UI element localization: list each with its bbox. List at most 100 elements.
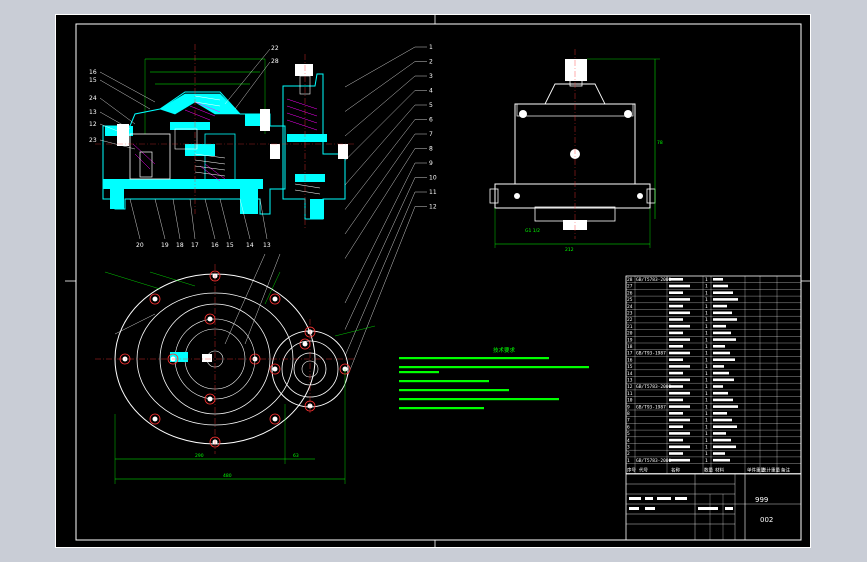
bom-header-cell: 备注	[781, 467, 790, 474]
bom-row-number: 2	[627, 451, 630, 457]
side-view: 78 212 G1 1/2	[489, 49, 663, 253]
callout-number: 18	[176, 242, 184, 249]
bom-row-qty: 1	[705, 398, 708, 404]
bom-row-qty: 1	[705, 438, 708, 444]
dim-bottom-total: 480	[223, 473, 232, 479]
bom-row-number: 23	[627, 311, 633, 317]
bom-row-qty: 1	[705, 391, 708, 397]
bom-row-number: 16	[627, 357, 633, 363]
callout-number: 2	[429, 59, 433, 66]
bom-row-qty: 1	[705, 378, 708, 384]
bom-row-number: 8	[627, 411, 630, 417]
callout-number: 16	[211, 242, 219, 249]
bom-row-code: GB/T93-1987	[636, 404, 666, 410]
callout-number: 11	[429, 189, 437, 196]
bom-row-number: 3	[627, 445, 630, 451]
bom-row-number: 1	[627, 458, 630, 464]
bom-row-number: 22	[627, 317, 633, 323]
callout-number: 7	[429, 131, 433, 138]
bom-row-qty: 1	[705, 458, 708, 464]
bom-row-qty: 1	[705, 297, 708, 303]
callout-number: 6	[429, 117, 433, 124]
callout-number: 23	[89, 137, 97, 144]
dim-bottom-width-2: 63	[293, 453, 299, 459]
bom-row-number: 12	[627, 384, 633, 390]
bom-row-number: 19	[627, 337, 633, 343]
bom-row-qty: 1	[705, 404, 708, 410]
bom-row-qty: 1	[705, 451, 708, 457]
dim-thread-callout: G1 1/2	[525, 228, 540, 234]
callout-number: 5	[429, 102, 433, 109]
top-view: 290 63 480	[95, 253, 376, 484]
bom-row-number: 25	[627, 297, 633, 303]
bom-header-cell: 材料	[715, 467, 724, 474]
bom-row-qty: 1	[705, 364, 708, 370]
bom-row-qty: 1	[705, 290, 708, 296]
bom-row-number: 4	[627, 438, 630, 444]
callout-number: 13	[263, 242, 271, 249]
bom-row-number: 27	[627, 284, 633, 290]
bom-row-qty: 1	[705, 331, 708, 337]
callout-number: 14	[246, 242, 254, 249]
callout-number: 12	[89, 121, 97, 128]
bom-row-number: 20	[627, 331, 633, 337]
callout-number: 15	[226, 242, 234, 249]
bom-row-number: 26	[627, 290, 633, 296]
outer-border	[55, 14, 811, 548]
callout-number: 15	[89, 77, 97, 84]
callout-number: 28	[271, 58, 279, 65]
callout-number: 19	[161, 242, 169, 249]
bom-row-number: 17	[627, 351, 633, 357]
bom-row-qty: 1	[705, 344, 708, 350]
bom-header-cell: 代号	[639, 467, 648, 474]
bom-row-qty: 1	[705, 304, 708, 310]
callout-number: 4	[429, 88, 433, 95]
bom-row-qty: 1	[705, 445, 708, 451]
bom-row-qty: 1	[705, 351, 708, 357]
dim-overall-width: 212	[565, 247, 574, 253]
callout-number: 13	[89, 109, 97, 116]
bom-row-qty: 1	[705, 357, 708, 363]
callout-number: 22	[271, 45, 279, 52]
bom-row-qty: 1	[705, 418, 708, 424]
bom-row-qty: 1	[705, 317, 708, 323]
bom-row-code: GB/T93-1987	[636, 351, 666, 357]
callout-number: 17	[191, 242, 199, 249]
bom-row-number: 18	[627, 344, 633, 350]
bom-header-cell: 单件重量	[747, 467, 765, 474]
bom-header-cell: 序号	[627, 467, 636, 474]
front-section-view	[95, 44, 355, 240]
bom-row-number: 21	[627, 324, 633, 330]
bom-row-qty: 1	[705, 277, 708, 283]
callout-number: 9	[429, 160, 433, 167]
bom-row-number: 6	[627, 424, 630, 430]
notes-title: 技术要求	[493, 346, 516, 354]
bom-header-cell: 数量	[704, 467, 713, 474]
bom-row-number: 10	[627, 398, 633, 404]
title-block: 999 002	[625, 473, 802, 541]
bom-header-cell: 名称	[671, 467, 680, 474]
drawing-name: 999	[755, 496, 768, 504]
callout-number: 16	[89, 69, 97, 76]
callout-number: 8	[429, 146, 433, 153]
bom-row-number: 24	[627, 304, 633, 310]
callout-number: 3	[429, 73, 433, 80]
bom-row-code: GB/T5783-2000	[636, 458, 672, 464]
bom-row-qty: 1	[705, 411, 708, 417]
technical-notes: 技术要求	[399, 346, 589, 410]
dim-overall-height: 78	[657, 140, 663, 146]
bom-row-number: 11	[627, 391, 633, 397]
bom-row-number: 13	[627, 378, 633, 384]
drawing-number: 002	[760, 516, 773, 524]
bom-row-qty: 1	[705, 424, 708, 430]
callout-number: 12	[429, 204, 437, 211]
bom-row-qty: 1	[705, 311, 708, 317]
bom-row-number: 14	[627, 371, 633, 377]
bom-row-qty: 1	[705, 284, 708, 290]
bom-row-number: 28	[627, 277, 633, 283]
